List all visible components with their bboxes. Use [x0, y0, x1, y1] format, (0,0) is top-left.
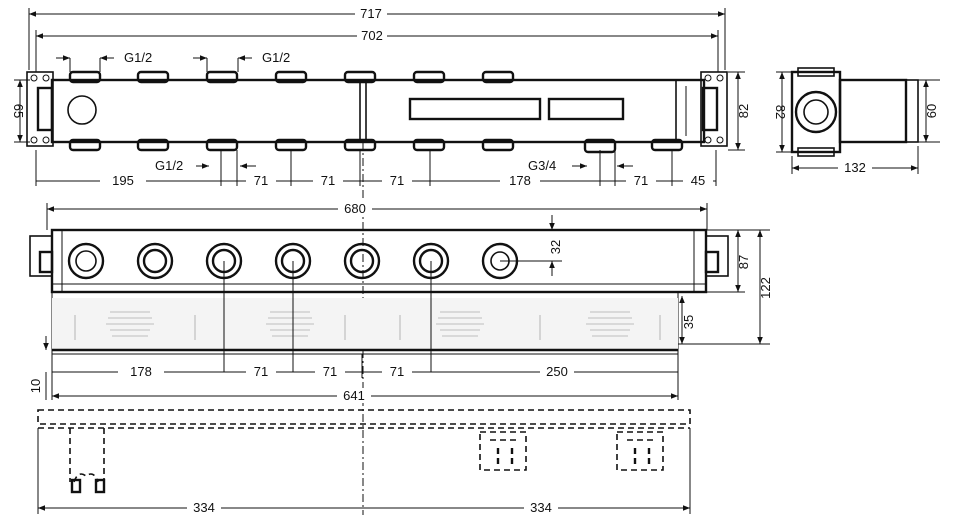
dim-641-text: 641: [343, 388, 365, 403]
display-slot-2: [547, 97, 625, 121]
dim-height-82: 82: [728, 71, 751, 151]
dim-bottom-334: 334 334: [37, 428, 691, 515]
dim-side-82: 82: [773, 71, 796, 153]
dim-71-text: 71: [634, 173, 648, 188]
dim-334-left-text: 334: [193, 500, 215, 515]
dim-spacing-row-front: 178 71 71 71 250: [51, 354, 679, 400]
dim-334-right-text: 334: [530, 500, 552, 515]
thread-g12-label: G1/2: [262, 50, 290, 65]
dim-71-text: 71: [390, 173, 404, 188]
thread-g34-label: G3/4: [528, 158, 556, 173]
dim-71-text: 71: [254, 173, 268, 188]
dim-717-text: 717: [360, 6, 382, 21]
dim-71-text: 71: [321, 173, 335, 188]
dim-side-132: 132: [791, 146, 919, 175]
dim-702-text: 702: [361, 28, 383, 43]
dim-10-text: 10: [28, 379, 43, 393]
thread-g12-label: G1/2: [124, 50, 152, 65]
dim-122-text: 122: [758, 277, 773, 299]
dim-65-text: 65: [11, 104, 26, 118]
dim-front-35: 35: [679, 296, 696, 344]
front-view: 680 32: [28, 201, 773, 403]
dim-front-641: 641: [52, 388, 678, 403]
dim-overall-width: 717: [28, 6, 726, 70]
dim-250-text: 250: [546, 364, 568, 379]
dim-front-178-text: 178: [130, 364, 152, 379]
dim-side-60-text: 60: [924, 104, 939, 118]
cartridge-knob: [67, 95, 97, 125]
plate-markings: [74, 311, 661, 340]
bottom-view: 334 334: [37, 409, 691, 515]
dim-35-text: 35: [681, 315, 696, 329]
dim-side-60: 60: [918, 79, 940, 143]
dim-body-width: 702: [35, 28, 719, 72]
dim-side-82-text: 82: [773, 105, 788, 119]
thread-callout-outlet: G3/4: [528, 158, 633, 173]
thread-callout-top-right: G1/2: [193, 50, 290, 72]
display-slot-1: [408, 97, 542, 121]
dim-height-65: 65: [11, 79, 30, 143]
side-view: 82 60 132: [773, 67, 940, 175]
dim-45-text: 45: [691, 173, 705, 188]
dim-132-text: 132: [844, 160, 866, 175]
valve-body-top: [50, 78, 706, 144]
thread-callout-top-left: G1/2: [56, 50, 152, 72]
dim-front-122: 122: [678, 230, 773, 345]
thread-g12-bottom-label: G1/2: [155, 158, 183, 173]
dim-front-71-text: 71: [254, 364, 268, 379]
dim-front-10: 10: [28, 336, 49, 400]
dim-195-text: 195: [112, 173, 134, 188]
dim-82-text: 82: [736, 104, 751, 118]
top-view: 717 702 G1/2 G1/2: [11, 6, 751, 188]
dim-spacing-row-top: 195 71 71 71 178 71 45: [35, 150, 717, 188]
top-connectors: [68, 70, 515, 84]
drain-fitting-icon: [70, 478, 82, 494]
dim-680-text: 680: [344, 201, 366, 216]
bottom-connectors: [68, 138, 684, 154]
thread-callout-bottom: G1/2: [155, 158, 256, 173]
dim-178-text: 178: [509, 173, 531, 188]
dim-32-text: 32: [548, 240, 563, 254]
dim-front-71-text: 71: [390, 364, 404, 379]
dim-front-680: 680: [46, 201, 708, 230]
dim-87-text: 87: [736, 255, 751, 269]
mount-bracket-left: [26, 71, 54, 147]
dim-front-71-text: 71: [323, 364, 337, 379]
